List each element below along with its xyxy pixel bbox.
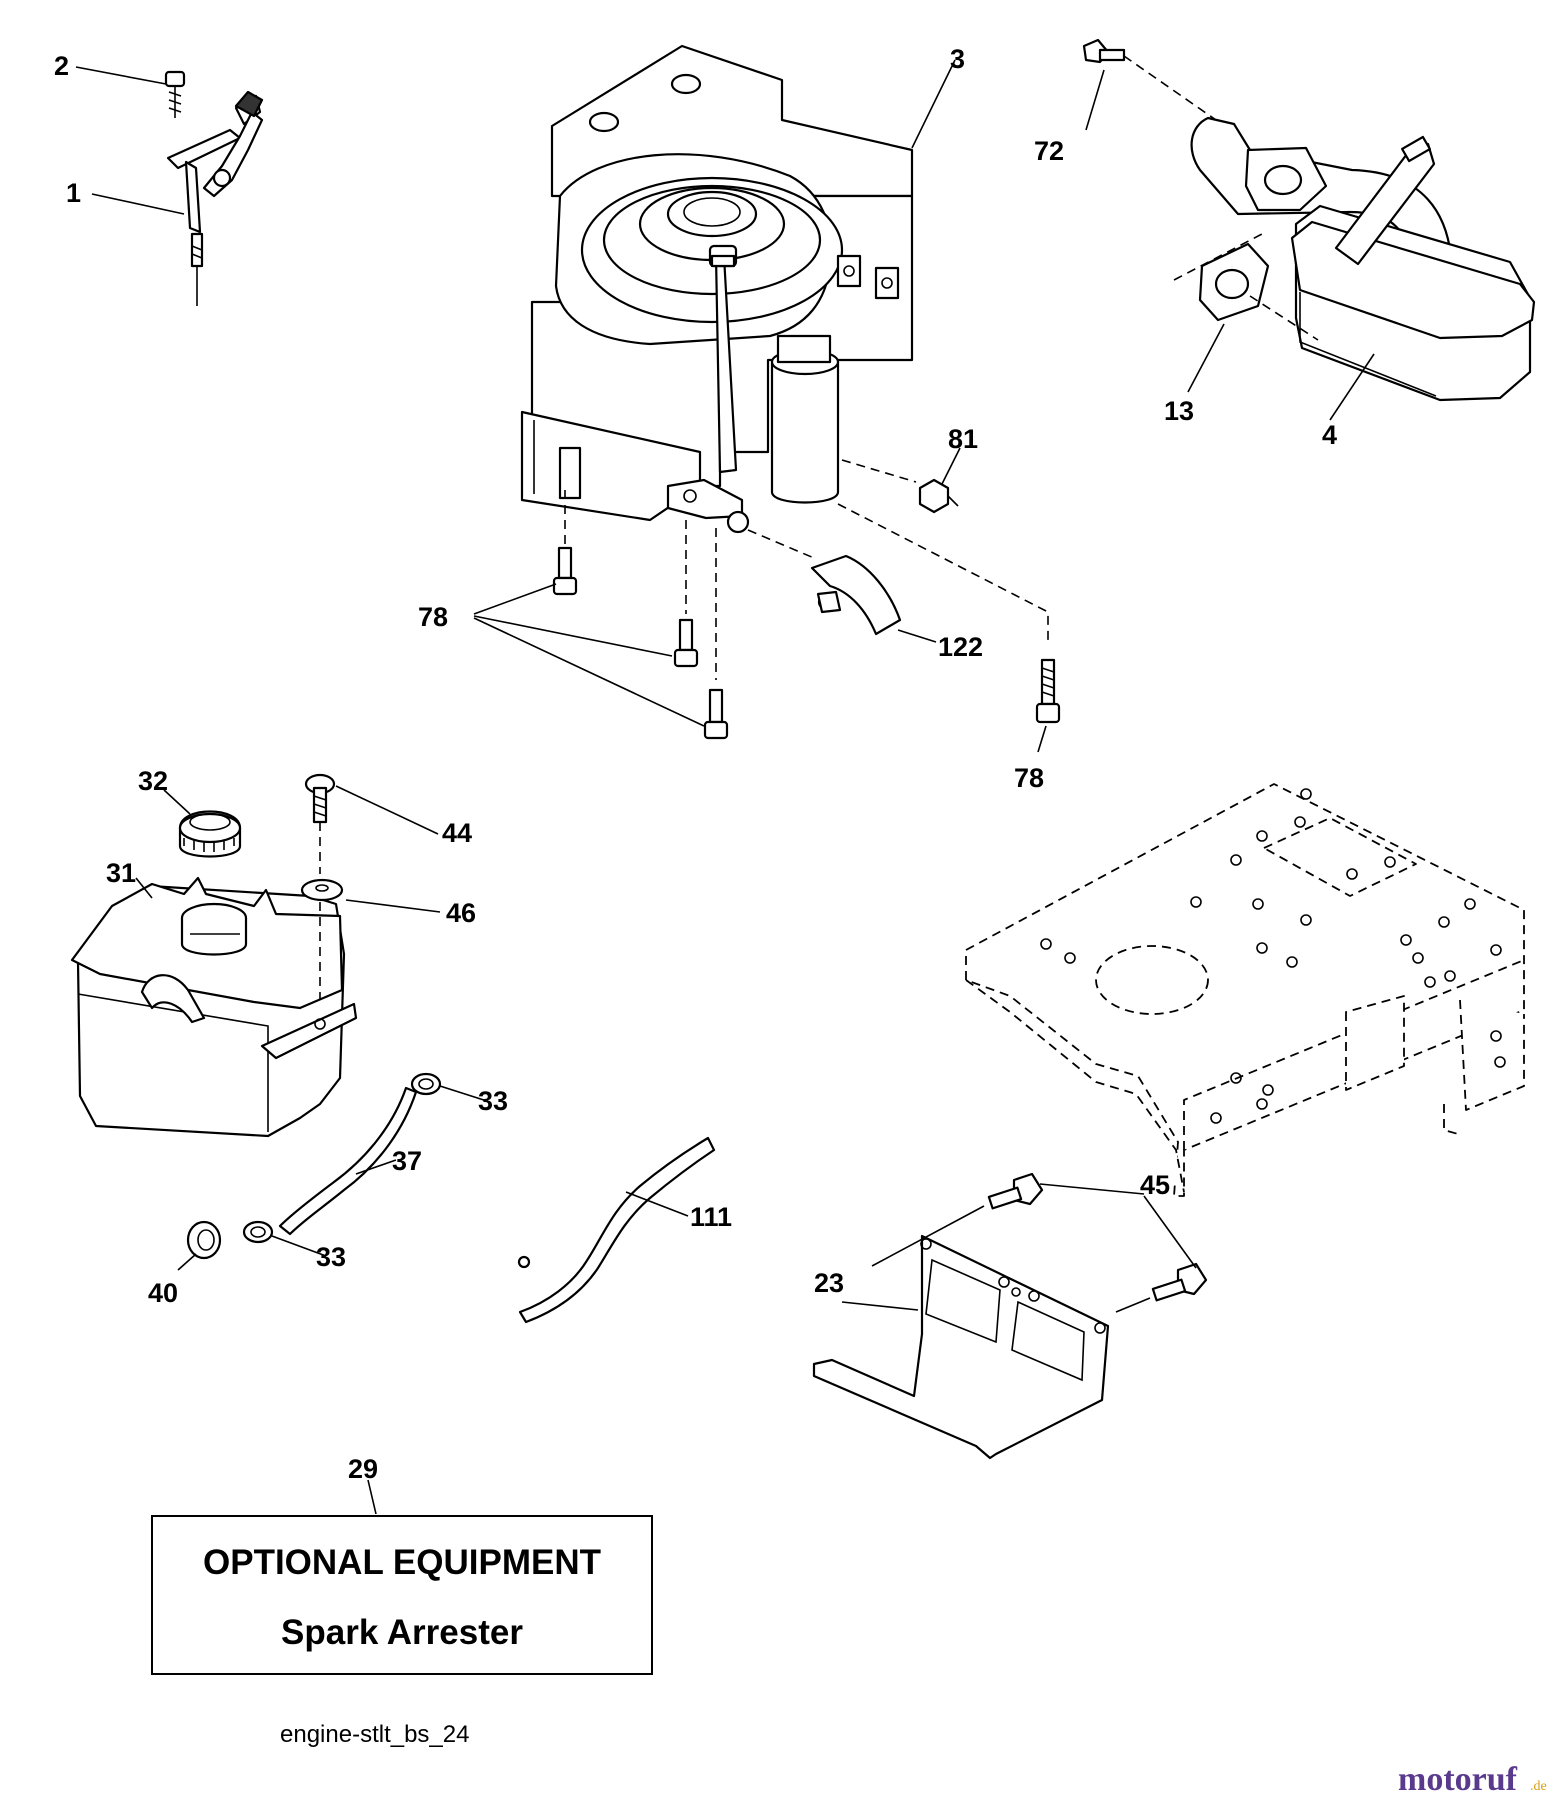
optional-equipment-box xyxy=(151,1515,653,1675)
hose-111-part xyxy=(517,1136,716,1324)
callout-23: 23 xyxy=(814,1268,844,1298)
callout-72: 72 xyxy=(1034,136,1064,166)
callout-33-upper: 33 xyxy=(478,1086,508,1116)
screw-72-part xyxy=(1082,38,1126,64)
bolt-45-upper xyxy=(987,1172,1044,1210)
clamp-33-upper xyxy=(410,1072,442,1096)
clamp-33-lower xyxy=(242,1220,274,1244)
motoruf-watermark-logo: motoruf .de xyxy=(1398,1761,1547,1798)
callout-37: 37 xyxy=(392,1146,422,1176)
callout-46: 46 xyxy=(446,898,476,928)
callout-31: 31 xyxy=(106,858,136,888)
muffler-part xyxy=(1190,116,1536,402)
optional-equipment-title: OPTIONAL EQUIPMENT xyxy=(203,1543,601,1582)
callout-33-lower: 33 xyxy=(316,1242,346,1272)
callout-81: 81 xyxy=(948,424,978,454)
shield-23-part xyxy=(812,1234,1110,1460)
callout-78-right: 78 xyxy=(1014,763,1044,793)
callout-45: 45 xyxy=(1140,1170,1170,1200)
diagram-reference: engine-stlt_bs_24 xyxy=(280,1721,469,1748)
bolt-45-lower xyxy=(1151,1262,1208,1302)
callout-44: 44 xyxy=(442,818,472,848)
callout-1: 1 xyxy=(66,178,81,208)
callout-29: 29 xyxy=(348,1454,378,1484)
grommet-40-part xyxy=(186,1220,222,1260)
callout-3: 3 xyxy=(950,44,965,74)
washer-46-part xyxy=(300,878,344,902)
callout-13: 13 xyxy=(1164,396,1194,426)
brand-suffix: .de xyxy=(1530,1779,1547,1794)
callout-78-left: 78 xyxy=(418,602,448,632)
callout-2: 2 xyxy=(54,51,69,81)
throttle-control-part xyxy=(164,70,264,306)
brand-name: motoruf xyxy=(1398,1761,1518,1798)
callout-32: 32 xyxy=(138,766,168,796)
gasket-13-part xyxy=(1198,242,1270,322)
fuel-tank-part xyxy=(70,876,358,1138)
fuel-cap-32-part xyxy=(178,810,242,858)
fuel-line-37-part xyxy=(278,1086,418,1236)
optional-equipment-item: Spark Arrester xyxy=(281,1613,523,1652)
callout-111: 111 xyxy=(690,1202,732,1232)
callout-4: 4 xyxy=(1322,420,1337,450)
screw-44-part xyxy=(304,773,336,824)
callout-40: 40 xyxy=(148,1278,178,1308)
tractor-frame-part xyxy=(965,783,1525,1197)
engine-part xyxy=(520,44,914,534)
nut-81-part xyxy=(918,478,959,514)
heat-shield-122-part xyxy=(810,554,902,636)
callout-122: 122 xyxy=(938,632,983,662)
bolt-78-set xyxy=(552,546,1061,740)
